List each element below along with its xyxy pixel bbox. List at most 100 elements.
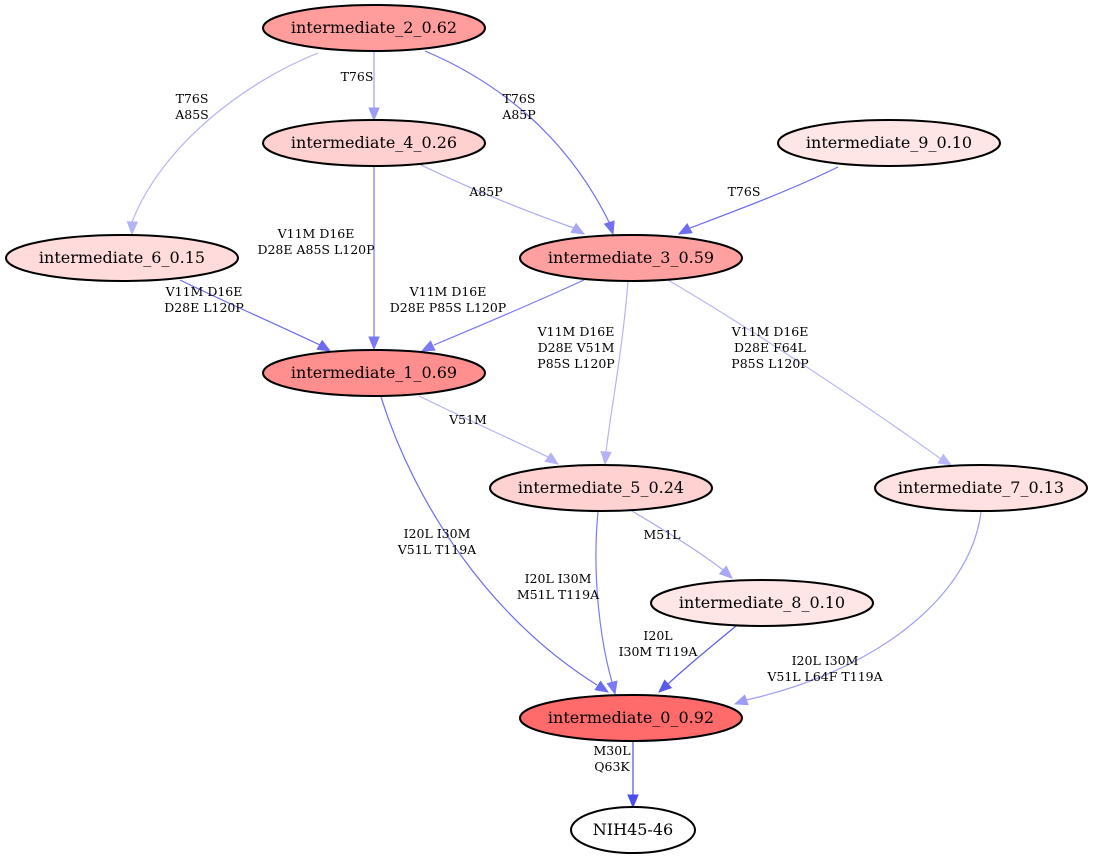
node-n9[interactable]: intermediate_9_0.10 xyxy=(777,119,1001,167)
node-ellipse[interactable] xyxy=(262,349,486,397)
edge-label-line: Q63K xyxy=(594,759,630,774)
edge-label-line: D28E V51M xyxy=(538,340,615,355)
edge-label-line: M51L xyxy=(643,527,680,542)
node-n7[interactable]: intermediate_7_0.13 xyxy=(874,464,1088,512)
node-n1[interactable]: intermediate_1_0.69 xyxy=(262,349,486,397)
node-n4[interactable]: intermediate_4_0.26 xyxy=(262,119,486,167)
edge-label-line: V51M xyxy=(448,412,487,427)
edge-n9-n3: T76S xyxy=(677,166,839,235)
arrow-head-icon xyxy=(733,694,749,706)
node-ellipse[interactable] xyxy=(5,234,239,282)
edge-label-line: P85S L120P xyxy=(731,356,808,371)
edge-label-line: V51L L64F T119A xyxy=(766,669,883,684)
edge-label-line: T76S xyxy=(728,184,761,199)
edge-label-line: V11M D16E xyxy=(537,324,615,339)
node-label: intermediate_7_0.13 xyxy=(898,478,1064,497)
arrow-head-icon xyxy=(544,452,560,465)
edge-label-line: M51L T119A xyxy=(517,587,600,602)
arrow-head-icon xyxy=(937,453,953,466)
node-ellipse[interactable] xyxy=(874,464,1088,512)
node-ellipse[interactable] xyxy=(262,119,486,167)
node-n8[interactable]: intermediate_8_0.10 xyxy=(650,579,874,627)
edge-label: M51L xyxy=(643,527,680,542)
arrow-head-icon xyxy=(677,223,693,235)
node-ellipse[interactable] xyxy=(489,464,713,512)
node-n5[interactable]: intermediate_5_0.24 xyxy=(489,464,713,512)
arrow-head-icon xyxy=(368,107,380,122)
node-label: intermediate_8_0.10 xyxy=(679,593,845,612)
edge-line xyxy=(131,52,319,223)
node-label: intermediate_0_0.92 xyxy=(548,708,714,727)
node-ellipse[interactable] xyxy=(519,234,743,282)
arrow-head-icon xyxy=(368,336,380,351)
edge-line xyxy=(420,164,575,229)
edge-line xyxy=(605,281,629,453)
node-ellipse[interactable] xyxy=(262,4,486,52)
arrow-head-icon xyxy=(718,565,733,579)
node-ellipse[interactable] xyxy=(650,579,874,627)
node-n3[interactable]: intermediate_3_0.59 xyxy=(519,234,743,282)
edge-label-line: A85S xyxy=(174,107,209,122)
edge-label-line: I20L xyxy=(643,628,672,643)
edge-label-line: V51L T119A xyxy=(397,542,477,557)
arrow-head-icon xyxy=(570,222,586,235)
arrow-head-icon xyxy=(600,451,612,466)
node-n0[interactable]: intermediate_0_0.92 xyxy=(519,694,743,742)
edge-n5-n8: M51L xyxy=(631,510,733,579)
arrow-head-icon xyxy=(658,679,673,693)
edge-label-line: D28E F64L xyxy=(734,340,806,355)
edge-n4-n3: A85P xyxy=(420,164,586,235)
edge-line xyxy=(179,279,321,346)
edge-line xyxy=(667,279,942,460)
node-label: intermediate_3_0.59 xyxy=(548,248,714,267)
edge-label-line: D28E L120P xyxy=(164,300,244,315)
arrow-head-icon xyxy=(603,220,615,236)
node-n2[interactable]: intermediate_2_0.62 xyxy=(262,4,486,52)
edge-label: A85P xyxy=(468,184,502,199)
edge-line xyxy=(595,511,613,683)
arrow-head-icon xyxy=(606,680,618,696)
edge-label-line: I20L I30M xyxy=(525,571,592,586)
node-label: intermediate_5_0.24 xyxy=(518,478,684,497)
arrow-head-icon xyxy=(316,339,332,352)
node-label: intermediate_9_0.10 xyxy=(806,133,972,152)
arrow-head-icon xyxy=(420,340,436,352)
node-n6[interactable]: intermediate_6_0.15 xyxy=(5,234,239,282)
edge-line xyxy=(631,510,724,571)
edge-label-line: V11M D16E xyxy=(277,226,355,241)
node-label: intermediate_1_0.69 xyxy=(291,363,457,382)
node-label: intermediate_4_0.26 xyxy=(291,133,457,152)
edge-line xyxy=(418,395,549,458)
node-ellipse[interactable] xyxy=(570,806,696,854)
edge-line xyxy=(380,396,598,686)
edge-label-line: A85P xyxy=(501,107,535,122)
node-label: NIH45-46 xyxy=(593,820,673,839)
node-ellipse[interactable] xyxy=(519,694,743,742)
node-nih[interactable]: NIH45-46 xyxy=(570,806,696,854)
edge-label-line: P85S L120P xyxy=(537,356,614,371)
edge-label-line: M30L xyxy=(593,743,630,758)
node-ellipse[interactable] xyxy=(777,119,1001,167)
edge-label-line: V11M D16E xyxy=(165,284,243,299)
edge-n2-n4: T76S xyxy=(341,52,380,122)
edge-label-line: I20L I30M xyxy=(404,526,471,541)
